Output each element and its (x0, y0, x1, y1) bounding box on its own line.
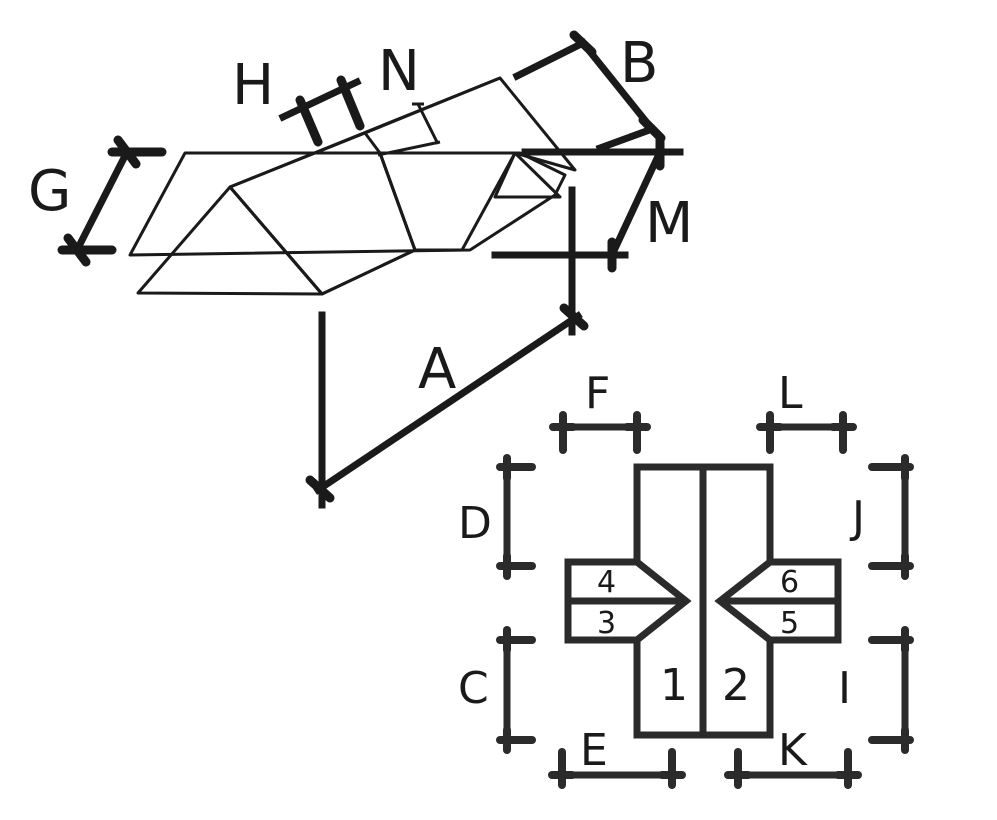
dimension-A: A (305, 186, 589, 509)
label-H: H (232, 53, 274, 118)
ridge-top-line (364, 76, 501, 135)
panel-label-2: 2 (722, 660, 750, 711)
panel-label-3: 3 (597, 606, 616, 641)
ridge-back-sheet (128, 151, 567, 257)
panel-label-5: 5 (780, 606, 799, 641)
label-D: D (458, 498, 492, 549)
ridge-left-end (136, 185, 324, 296)
dimension-B: B (512, 30, 666, 153)
label-J: J (849, 492, 865, 543)
dimension-D: D (458, 454, 536, 580)
plan-view: 1 2 3 4 5 6 (564, 463, 842, 739)
label-B: B (620, 31, 658, 96)
dimension-M: M (491, 135, 693, 273)
dimension-N: N (377, 39, 441, 157)
dimension-C: C (458, 626, 536, 754)
panel-label-1: 1 (660, 660, 688, 711)
ridge-far-face (228, 76, 577, 296)
dimension-F: F (549, 368, 651, 454)
dimension-I: I (838, 626, 914, 754)
panel-label-4: 4 (597, 565, 616, 600)
label-K: K (778, 725, 808, 776)
label-N: N (378, 39, 420, 104)
label-L: L (778, 368, 803, 419)
label-E: E (580, 725, 608, 776)
dimension-K: K (724, 725, 862, 789)
ridge-right-end (493, 151, 562, 199)
ridge-3d-view (128, 76, 577, 296)
dimension-E: E (548, 725, 686, 789)
dimension-G: G (28, 135, 167, 267)
ridge-notch-face (378, 151, 517, 252)
label-G: G (28, 159, 71, 224)
label-M: M (645, 191, 693, 256)
label-F: F (585, 368, 610, 419)
panel-label-6: 6 (780, 565, 799, 600)
dimension-L: L (756, 368, 857, 454)
label-A: A (418, 337, 456, 402)
dimension-H: H (232, 53, 365, 147)
ridge-front-face (228, 131, 417, 296)
label-C: C (458, 663, 489, 714)
label-I: I (838, 663, 851, 714)
dimension-J: J (849, 454, 914, 580)
